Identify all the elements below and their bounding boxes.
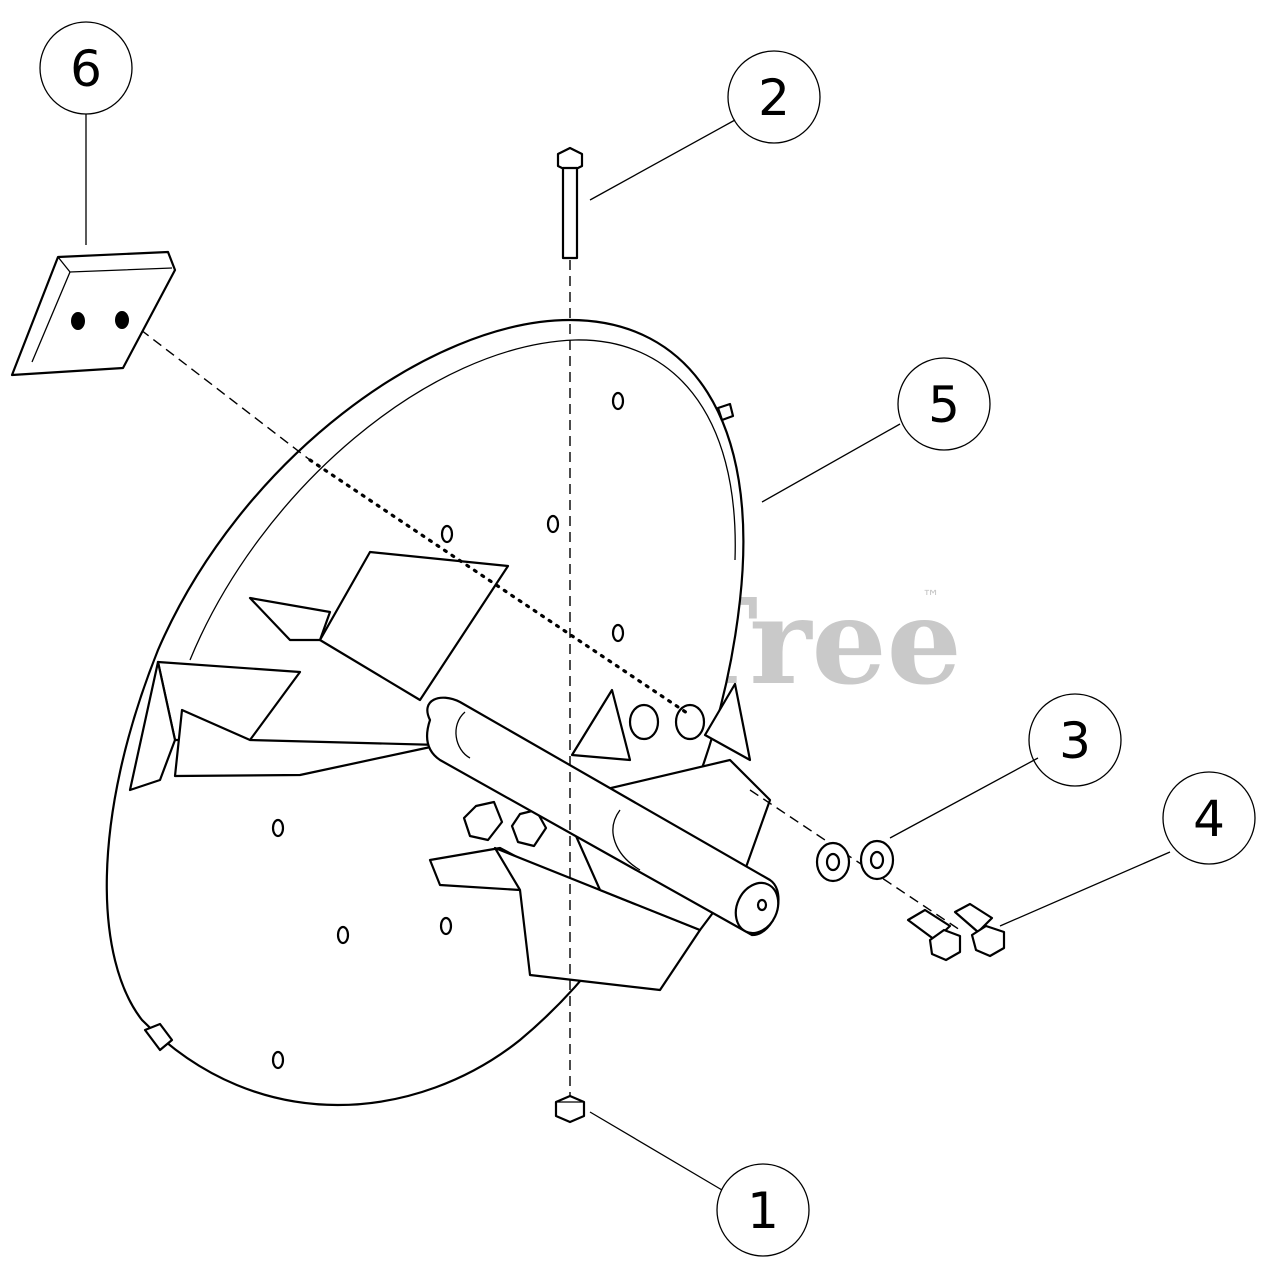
part-6-dashed-line <box>127 319 311 461</box>
callout-number: 1 <box>747 1182 779 1240</box>
callout-number: 6 <box>70 40 102 98</box>
callout-5: 5 <box>897 357 991 451</box>
long-bolt <box>556 146 584 260</box>
fastener-dashed-line <box>749 789 961 931</box>
washers <box>815 839 895 883</box>
leader-lines <box>85 114 1171 1191</box>
small-bolts <box>906 902 1006 962</box>
callout-6: 6 <box>39 21 133 115</box>
paddle <box>10 250 177 377</box>
callout-3: 3 <box>1028 693 1122 787</box>
part-6-dotted-line <box>308 458 692 717</box>
callout-1: 1 <box>716 1163 810 1257</box>
callout-number: 2 <box>758 69 790 127</box>
callout-2: 2 <box>727 50 821 144</box>
callout-number: 5 <box>928 376 960 434</box>
nut <box>554 1094 586 1124</box>
impeller-disc <box>105 318 772 1107</box>
callout-number: 4 <box>1193 790 1225 848</box>
callout-4: 4 <box>1162 771 1256 865</box>
callout-number: 3 <box>1059 712 1091 770</box>
impeller-shaft <box>425 696 780 937</box>
disc-holes <box>271 391 625 1070</box>
watermark-trademark: ™ <box>922 587 940 608</box>
